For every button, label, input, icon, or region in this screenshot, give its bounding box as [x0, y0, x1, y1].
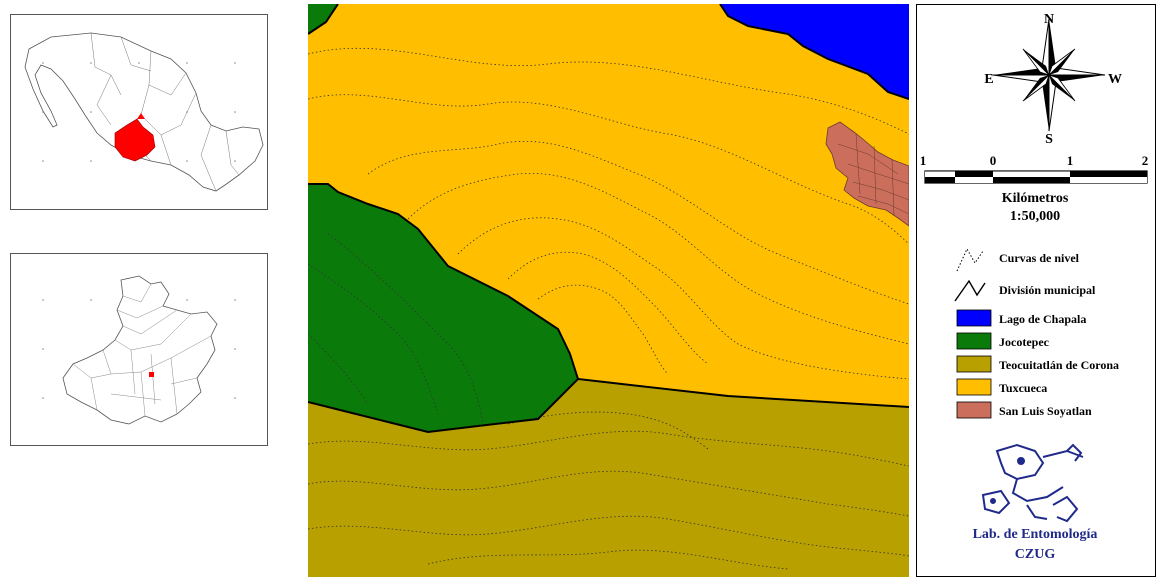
scale-ratio-label: 1:50,000: [1010, 209, 1060, 224]
legend-label: San Luis Soyatlan: [999, 404, 1092, 418]
scale-tick-label: 1: [920, 153, 927, 168]
legend-item-lago: Lago de Chapala: [956, 309, 1086, 327]
mexico-outline-map: [24, 32, 264, 192]
legend-canvas: N S E W 1 0 1 2 Kilómetros 1:50,000 Curv…: [920, 12, 1149, 562]
legend-item-teocuitatlan: Teocuitatlán de Corona: [956, 355, 1119, 373]
area-tuxcueca: [308, 4, 909, 407]
scale-tick-label: 1: [1067, 153, 1074, 168]
compass-rose-icon: [992, 18, 1106, 132]
jalisco-highlight: [114, 118, 156, 162]
legend-label: Tuxcueca: [999, 381, 1047, 395]
inset-map-mexico: [10, 14, 268, 210]
jalisco-outline-map: [42, 275, 236, 425]
compass-west-label: W: [1108, 72, 1122, 87]
swatch: [956, 355, 992, 373]
area-jocotepec: [308, 184, 578, 432]
swatch: [956, 378, 992, 396]
lab-acronym: CZUG: [1015, 547, 1056, 562]
legend-item-contours: Curvas de nivel: [956, 247, 1080, 272]
legend-item-jocotepec: Jocotepec: [956, 332, 1050, 350]
scale-bar: 1 0 1 2: [920, 153, 1149, 184]
legend-item-tuxcueca: Tuxcueca: [956, 378, 1047, 396]
dotted-line-icon: [956, 247, 984, 272]
legend-item-san-luis: San Luis Soyatlan: [956, 401, 1092, 419]
scale-tick-label: 0: [990, 153, 997, 168]
legend-label: Teocuitatlán de Corona: [999, 358, 1119, 372]
legend-label: Lago de Chapala: [999, 312, 1086, 326]
solid-line-icon: [954, 279, 986, 302]
legend-label: Curvas de nivel: [999, 251, 1080, 265]
swatch: [956, 332, 992, 350]
scale-unit-label: Kilómetros: [1002, 191, 1069, 206]
legend-panel: N S E W 1 0 1 2 Kilómetros 1:50,000 Curv…: [916, 4, 1156, 577]
mexico-outline: [24, 32, 264, 192]
compass-north-label: N: [1044, 12, 1054, 27]
jalisco-outline: [62, 275, 218, 425]
main-map[interactable]: [307, 3, 910, 577]
legend-item-division: División municipal: [954, 279, 1096, 302]
inset-map-jalisco: [10, 253, 268, 446]
lab-name: Lab. de Entomología: [973, 527, 1098, 542]
main-map-canvas: [307, 3, 910, 577]
legend-label: Jocotepec: [999, 335, 1050, 349]
legend-label: División municipal: [999, 283, 1096, 297]
compass-east-label: E: [984, 72, 993, 87]
study-area-marker: [149, 372, 154, 377]
swatch: [956, 309, 992, 327]
compass-south-label: S: [1045, 132, 1053, 147]
swatch: [956, 401, 992, 419]
scale-tick-label: 2: [1142, 153, 1149, 168]
area-san-luis-soyatlan: [825, 121, 910, 227]
lab-logo-icon: [981, 443, 1084, 523]
